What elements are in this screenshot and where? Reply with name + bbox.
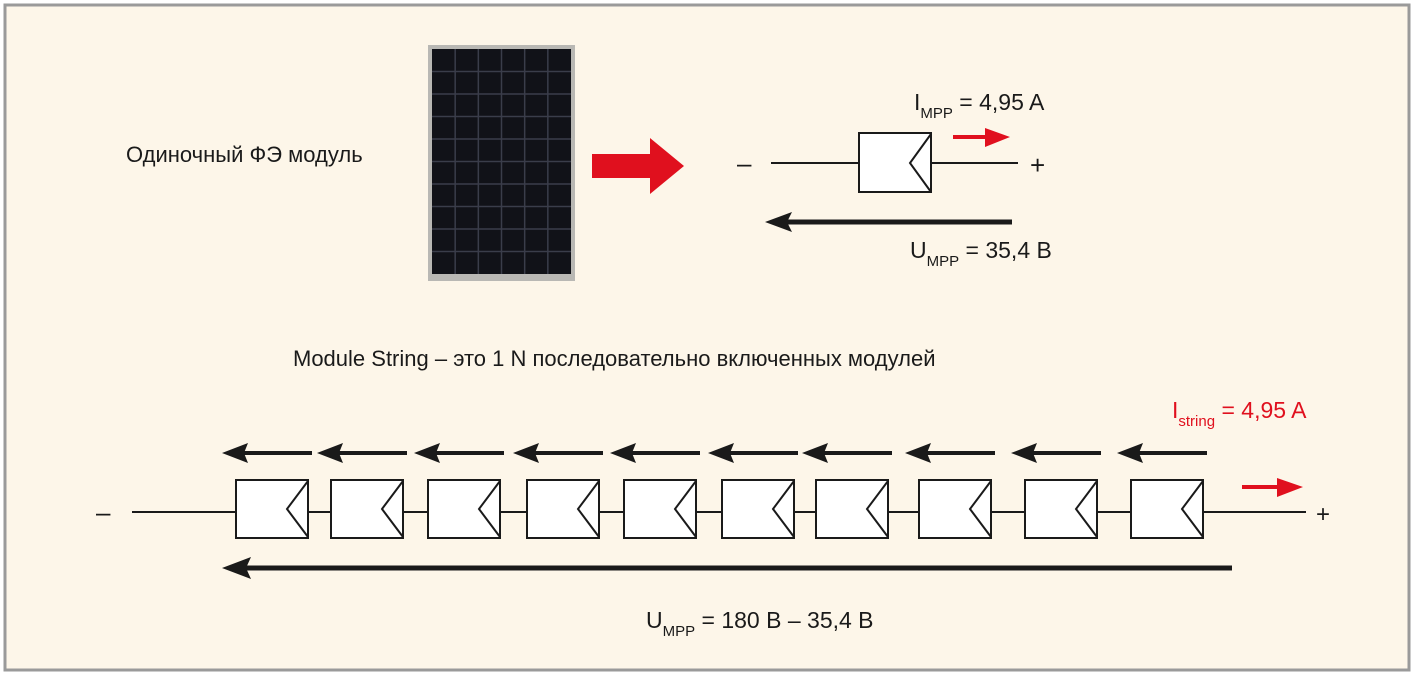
pv-module-symbol (815, 479, 889, 539)
pv-module-symbol (427, 479, 501, 539)
string-minus: – (96, 497, 111, 527)
pv-module-symbol (858, 132, 932, 193)
string-red-current-arrow-icon (1242, 478, 1303, 497)
module-voltage-arrow-icon (1117, 443, 1207, 463)
string-voltage-arrow-icon (222, 557, 1232, 579)
string-voltage-label: UMPP = 180 B – 35,4 B (646, 607, 874, 640)
pv-module-symbol (526, 479, 600, 539)
module-voltage-arrow-icon (802, 443, 892, 463)
voltage-arrow-icon (765, 212, 1012, 232)
module-voltage-arrow-icon (708, 443, 798, 463)
module-voltage-arrow-icon (317, 443, 407, 463)
module-voltage-arrow-icon (414, 443, 504, 463)
module-voltage-arrow-icon (1011, 443, 1101, 463)
string-plus: + (1316, 501, 1330, 528)
pv-module-symbol (1024, 479, 1098, 539)
pv-module-symbol (721, 479, 795, 539)
module-voltage-arrow-icon (222, 443, 312, 463)
red-current-arrow-icon (953, 128, 1010, 147)
single-module-label: Одиночный ФЭ модуль (126, 142, 363, 167)
solar-panel-photo (428, 45, 575, 281)
frame (3, 3, 1411, 672)
single-current-label: IMPP = 4,95 A (914, 89, 1045, 122)
module-voltage-arrow-icon (513, 443, 603, 463)
single-minus: – (737, 148, 752, 178)
big-red-arrow-icon (592, 138, 684, 194)
pv-module-symbol (235, 479, 309, 539)
pv-module-symbol (918, 479, 992, 539)
string-title: Module String – это 1 N последовательно … (293, 346, 936, 371)
pv-module-symbol (330, 479, 404, 539)
pv-module-symbol (1130, 479, 1204, 539)
single-voltage-label: UMPP = 35,4 B (910, 237, 1052, 270)
pv-module-symbol (623, 479, 697, 539)
single-plus: + (1030, 150, 1045, 180)
module-voltage-arrow-icon (905, 443, 995, 463)
module-voltage-arrow-icon (610, 443, 700, 463)
string-current-label: Istring = 4,95 A (1172, 397, 1307, 430)
